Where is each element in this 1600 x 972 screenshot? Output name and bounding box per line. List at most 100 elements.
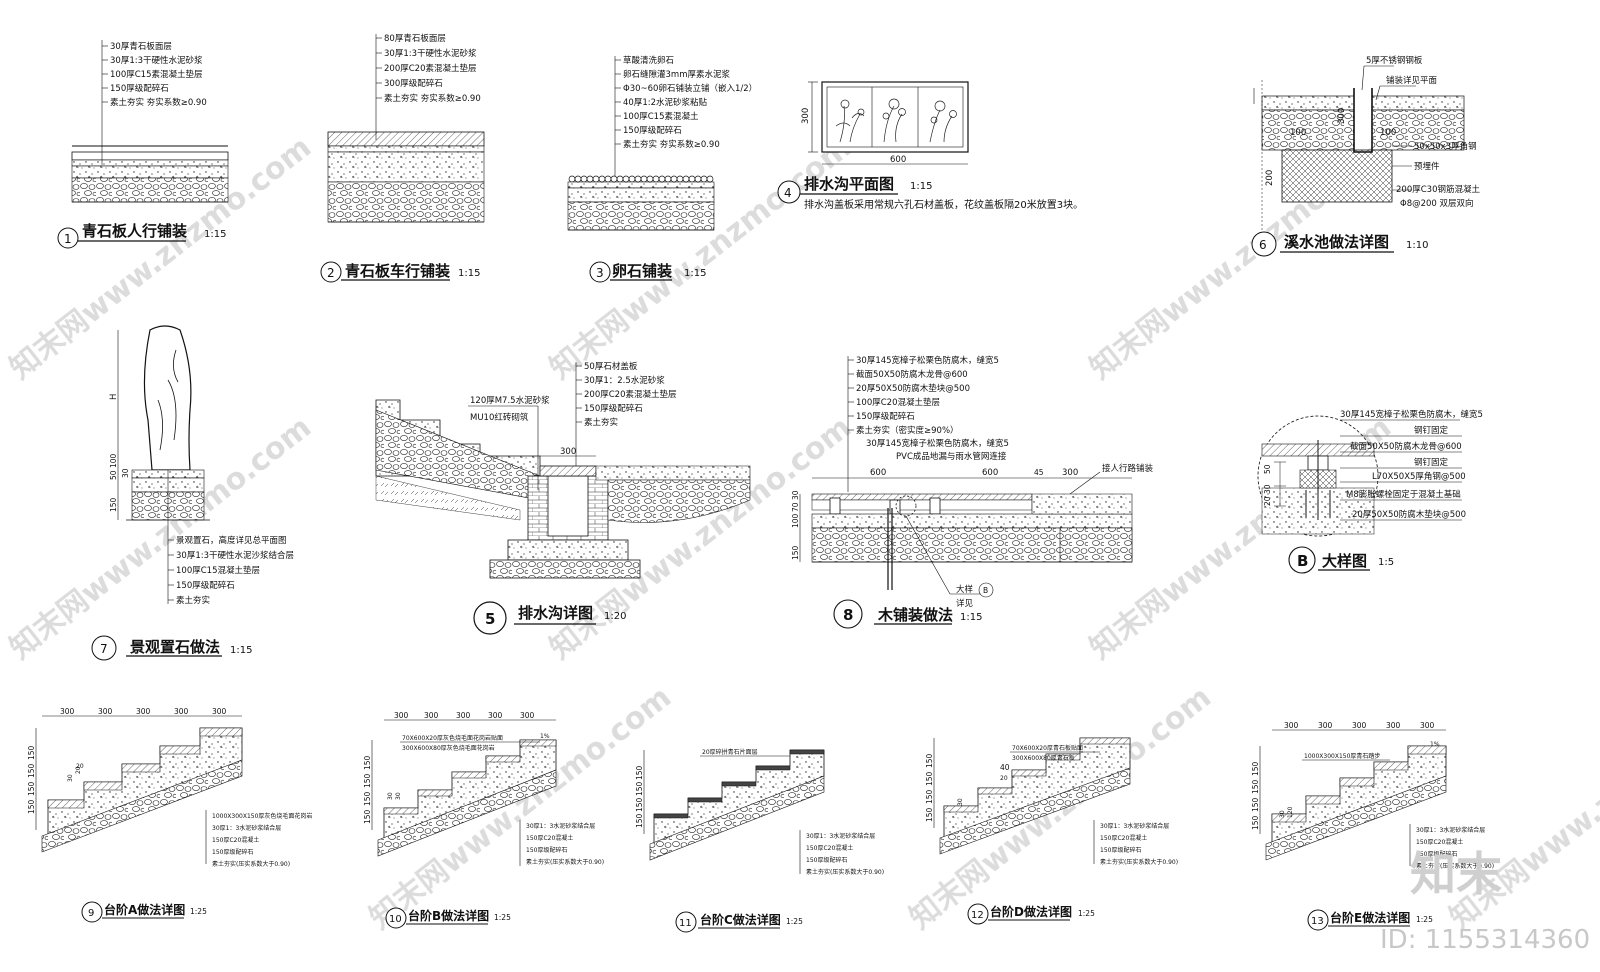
gravel-layer bbox=[327, 181, 485, 223]
dimension: 300 bbox=[456, 711, 471, 720]
detail-number: 12 bbox=[971, 910, 984, 921]
pebble-row bbox=[568, 175, 714, 183]
dimension: 300 bbox=[174, 707, 189, 716]
steel-plate bbox=[1353, 88, 1373, 153]
detail-13: 300 300 300 300 300 1% 150 150 150 150 3… bbox=[1251, 721, 1494, 931]
dimension: 300 bbox=[1284, 721, 1299, 730]
dimension: 150 bbox=[363, 755, 372, 770]
detail-scale: 1:25 bbox=[786, 917, 803, 926]
stair-body bbox=[383, 739, 557, 843]
detail-number-circle bbox=[1307, 909, 1329, 931]
stone-cover bbox=[539, 465, 597, 477]
layer-label: 30厚1：3水泥砂浆结合层 bbox=[1100, 822, 1169, 830]
dimension: 150 bbox=[635, 781, 644, 796]
detail-scale: 1:15 bbox=[960, 612, 982, 623]
dimension: 150 bbox=[635, 797, 644, 812]
dimension: 150 bbox=[635, 813, 644, 828]
detail-number-circle bbox=[57, 227, 79, 249]
layer-label: 素土夯实(压实系数大于0.90) bbox=[806, 868, 884, 876]
callout-label: 钢钉固定 bbox=[1414, 457, 1449, 468]
dimension: 150 bbox=[363, 773, 372, 788]
layer-label: 40厚1:2水泥砂浆粘贴 bbox=[623, 97, 707, 108]
dimension: 600 bbox=[870, 468, 886, 478]
callout-ref-circle bbox=[978, 582, 994, 598]
detail-4: 300 600 4 排水沟平面图 1:15 排水沟盖板采用常规六孔石材盖板，花纹… bbox=[777, 81, 1083, 211]
dimension: 150 bbox=[27, 781, 36, 796]
dimension: 120 bbox=[1287, 806, 1294, 818]
dimension: 45 bbox=[1034, 468, 1044, 477]
dimension: 150 bbox=[925, 753, 934, 768]
detail-scale: 1:10 bbox=[1406, 240, 1428, 251]
stair-treads bbox=[383, 739, 557, 815]
detail-title: 溪水池做法详图 bbox=[1284, 233, 1389, 251]
layer-label: 150厚C20混凝土 bbox=[212, 836, 259, 844]
layer-label: 150厚C20混凝土 bbox=[526, 834, 573, 842]
layer-label: 30厚1：3水泥砂浆结合层 bbox=[806, 832, 875, 840]
dimension: 50 bbox=[1263, 464, 1272, 474]
stone-slab-layer bbox=[327, 131, 485, 147]
layer-label: 30厚1:3干硬性水泥砂浆 bbox=[110, 55, 203, 66]
dimension: 30 bbox=[387, 792, 394, 800]
callout-circle bbox=[895, 495, 917, 517]
layer-label: 30厚145宽樟子松栗色防腐木，缝宽5 bbox=[856, 355, 999, 366]
layer-label: 100厚C15素混凝土 bbox=[623, 111, 699, 122]
callout-label: 70X600X20厚灰色烧毛面花岗岩贴面 bbox=[402, 734, 503, 742]
rc-concrete-wall bbox=[1281, 149, 1393, 203]
callout-label: 20厚50X50防腐木垫块@500 bbox=[1352, 509, 1466, 520]
dimension: 200 bbox=[1265, 170, 1275, 186]
detail-number: 5 bbox=[485, 610, 495, 628]
layer-label: 100厚C15素混凝土垫层 bbox=[110, 69, 202, 80]
dimension: 20 bbox=[1000, 775, 1008, 782]
detail-number-circle bbox=[1251, 231, 1277, 257]
stair-body bbox=[943, 737, 1131, 841]
detail-10: 300 300 300 300 300 1% 150 150 150 150 3… bbox=[363, 711, 604, 929]
flower-pattern bbox=[835, 98, 957, 143]
layer-label: 300厚级配碎石 bbox=[384, 78, 443, 89]
callout-ref: B bbox=[983, 586, 988, 595]
layer-label: 素土夯实(压实系数大于0.90) bbox=[1416, 862, 1494, 870]
layer-label: 150厚级配碎石 bbox=[212, 848, 253, 856]
layer-label: 80厚青石板面层 bbox=[384, 33, 446, 44]
dimension: 100 bbox=[109, 453, 118, 468]
layer-label: 150厚级配碎石 bbox=[110, 83, 169, 94]
dimension: 150 bbox=[363, 809, 372, 824]
layer-label: 素土夯实 bbox=[176, 595, 210, 606]
dimension: 20 bbox=[75, 766, 82, 774]
callout-label: 截面50X50防腐木龙骨@600 bbox=[1350, 441, 1462, 452]
stone-slab-layer bbox=[71, 151, 229, 161]
layer-label: 150厚级配碎石 bbox=[623, 125, 682, 136]
layer-label: 100厚C15混凝土垫层 bbox=[176, 565, 260, 576]
dimension: 600 bbox=[890, 155, 906, 165]
detail-number: 7 bbox=[100, 642, 108, 656]
detail-scale: 1:15 bbox=[910, 181, 932, 192]
dimension: 150 bbox=[27, 799, 36, 814]
layer-label: 30厚1:3干硬性水泥砂浆 bbox=[384, 48, 477, 59]
layer-label: 素土夯实 夯实系数≥0.90 bbox=[623, 139, 720, 150]
layer-label: 150厚级配碎石 bbox=[1416, 850, 1457, 858]
layer-label: 截面50X50防腐木龙骨@600 bbox=[856, 369, 968, 380]
detail-scale: 1:25 bbox=[1416, 915, 1433, 924]
dimension: 150 bbox=[791, 545, 800, 560]
dimension: 100 bbox=[791, 513, 800, 528]
detail-number: 3 bbox=[596, 266, 604, 280]
dimension: 150 bbox=[1251, 761, 1260, 776]
detail-title: 卵石铺装 bbox=[612, 262, 673, 280]
layer-label: 200厚C20素混凝土垫层 bbox=[584, 389, 676, 400]
layer-label: 30厚1：3水泥砂浆结合层 bbox=[212, 824, 281, 832]
dimension: 150 bbox=[1251, 797, 1260, 812]
dimension: 150 bbox=[27, 745, 36, 760]
dimension: 30 bbox=[121, 468, 130, 478]
brand-watermark: 知末 bbox=[1410, 847, 1502, 901]
detail-title: 台阶B做法详图 bbox=[408, 908, 489, 923]
dimension: 300 bbox=[1386, 721, 1401, 730]
layer-label: 150厚级配碎石 bbox=[584, 403, 643, 414]
detail-title: 青石板人行铺装 bbox=[82, 222, 188, 240]
detail-number-circle bbox=[385, 907, 407, 929]
dimension: 300 bbox=[1420, 721, 1435, 730]
dimension: 300 bbox=[394, 711, 409, 720]
detail-scale: 1:15 bbox=[230, 645, 252, 656]
dimension: 150 bbox=[925, 789, 934, 804]
dimension: 30 bbox=[1263, 484, 1272, 494]
detail-title: 木铺装做法 bbox=[877, 606, 953, 624]
callout-label: 50x50x3厚角钢 bbox=[1414, 141, 1477, 152]
